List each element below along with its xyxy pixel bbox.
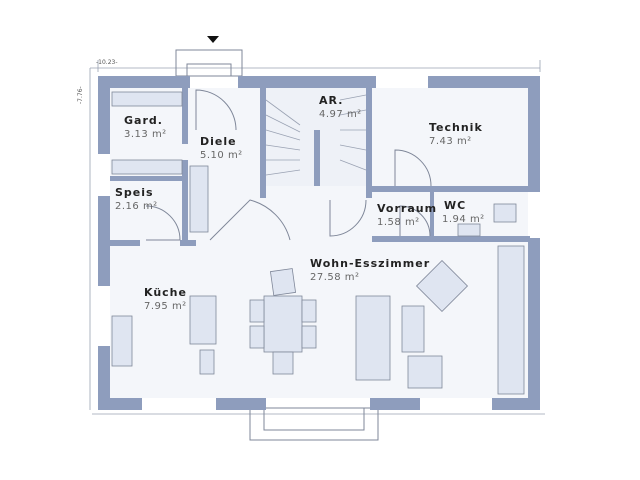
dimension-width: -10.23- <box>96 59 118 66</box>
room-area: 4.97 m² <box>319 109 362 120</box>
room-name: Diele <box>200 135 237 148</box>
dining-table <box>263 295 303 353</box>
room-name: Küche <box>144 286 187 299</box>
room-name: WC <box>444 199 466 212</box>
room-area: 2.16 m² <box>115 201 158 212</box>
bay-window <box>249 407 379 441</box>
room-diele: Diele 5.10 m² <box>200 135 243 161</box>
doors <box>145 89 432 241</box>
staircase <box>265 88 367 186</box>
chair <box>269 268 297 296</box>
chair <box>272 351 294 375</box>
room-speis: Speis 2.16 m² <box>115 186 158 212</box>
room-area: 1.94 m² <box>442 214 485 225</box>
wardrobe-top <box>111 91 183 107</box>
shelf <box>497 245 525 395</box>
room-area: 5.10 m² <box>200 150 243 161</box>
room-area: 3.13 m² <box>124 129 167 140</box>
room-name: Gard. <box>124 114 163 127</box>
kitchen-sink-counter <box>111 315 133 367</box>
chair <box>301 325 317 349</box>
wardrobe-bottom <box>111 159 183 175</box>
room-name: Wohn-Esszimmer <box>310 257 430 270</box>
coffee-table <box>401 305 425 353</box>
armchair <box>407 355 443 389</box>
room-gard: Gard. 3.13 m² <box>124 114 167 140</box>
room-vorraum: Vorraum 1.58 m² <box>377 202 437 228</box>
dimension-depth: -7.76- <box>77 86 84 104</box>
room-area: 27.58 m² <box>310 272 360 283</box>
room-area: 7.43 m² <box>429 136 472 147</box>
triangle-down-icon <box>207 36 219 43</box>
room-ar: AR. 4.97 m² <box>319 94 362 120</box>
room-name: Technik <box>429 121 483 134</box>
chair <box>301 299 317 323</box>
chair <box>249 299 265 323</box>
bay-window-inner <box>263 407 365 431</box>
dimension-lines <box>89 60 545 415</box>
kitchen-unit <box>199 349 215 375</box>
room-name: Vorraum <box>377 202 437 215</box>
entry-step <box>186 63 232 77</box>
room-name: AR. <box>319 94 343 107</box>
room-area: 7.95 m² <box>144 301 187 312</box>
armchair <box>415 259 469 313</box>
outer-walls <box>98 76 540 410</box>
sofa <box>355 295 391 381</box>
room-technik: Technik 7.43 m² <box>429 121 483 147</box>
interior-walls <box>110 88 532 246</box>
room-name: Speis <box>115 186 154 199</box>
furniture <box>111 91 525 395</box>
room-wohn-esszimmer: Wohn-Esszimmer 27.58 m² <box>310 257 430 283</box>
toilet <box>493 203 517 223</box>
room-kueche: Küche 7.95 m² <box>144 286 187 312</box>
hall-cabinet <box>189 165 209 233</box>
room-wc: WC 1.94 m² <box>442 199 485 225</box>
entry-porch <box>175 49 243 77</box>
kitchen-island <box>189 295 217 345</box>
chair <box>249 325 265 349</box>
room-area: 1.58 m² <box>377 217 420 228</box>
washbasin <box>457 223 481 237</box>
